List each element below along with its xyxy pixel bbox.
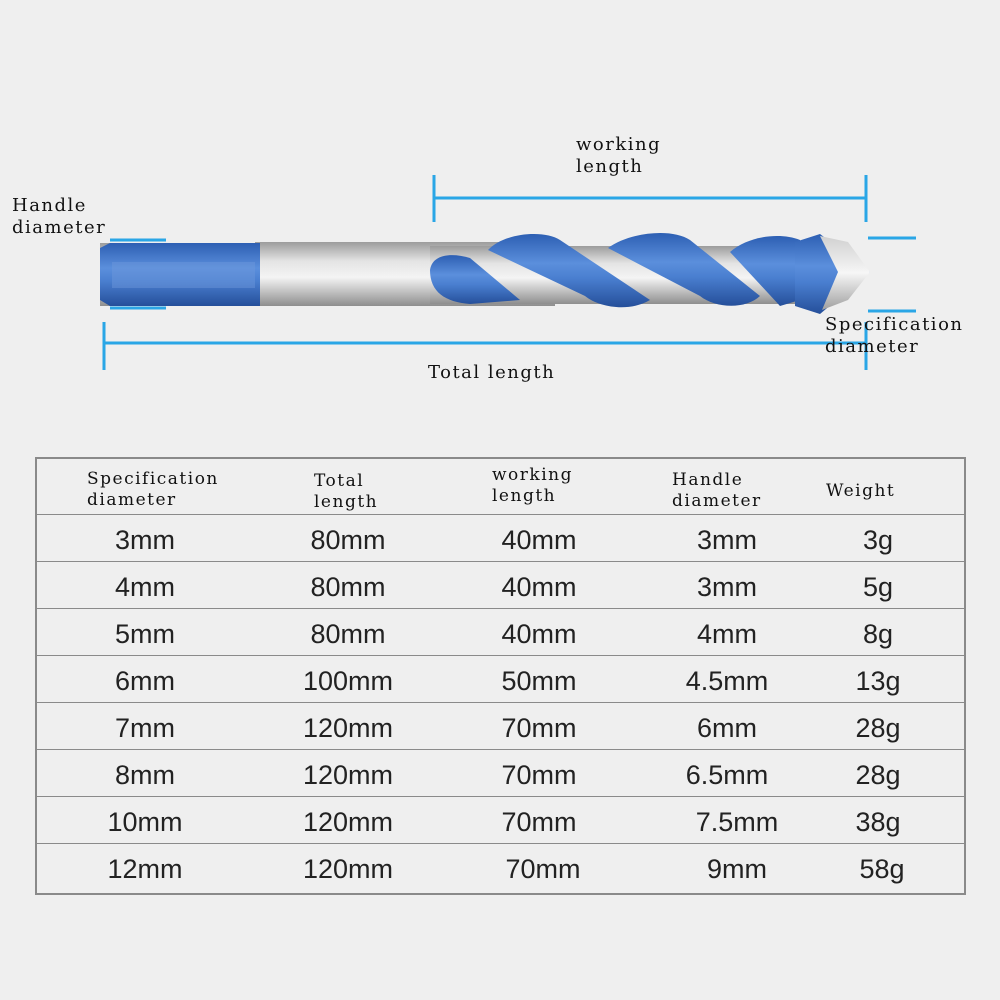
specification-diameter-label: Specification diameter [825, 314, 964, 357]
cell-total-length: 120mm [302, 807, 394, 837]
cell-working-length: 70mm [501, 713, 577, 743]
cell-working-length: 70mm [505, 854, 581, 884]
cell-weight: 8g [862, 619, 894, 649]
cell-working-length: 40mm [501, 572, 577, 602]
cell-total-length: 80mm [310, 572, 386, 602]
cell-working-length: 40mm [501, 619, 577, 649]
drill-flutes [430, 233, 800, 308]
cell-handle-diameter: 4.5mm [685, 666, 769, 696]
drill-tip [795, 234, 870, 314]
cell-handle-diameter: 3mm [697, 572, 757, 602]
cell-total-length: 120mm [302, 713, 394, 743]
table-row: 12mm 120mm 70mm 9mm 58g [37, 843, 964, 891]
cell-weight: 58g [859, 854, 905, 884]
dimension-lines [102, 175, 916, 370]
cell-total-length: 100mm [302, 666, 394, 696]
cell-spec-diameter: 8mm [115, 760, 175, 790]
cell-spec-diameter: 4mm [115, 572, 175, 602]
cell-spec-diameter: 6mm [115, 666, 175, 696]
table-row: 7mm 120mm 70mm 6mm 28g [37, 702, 964, 750]
table-row: 3mm 80mm 40mm 3mm 3g [37, 514, 964, 562]
cell-handle-diameter: 6.5mm [685, 760, 769, 790]
cell-total-length: 80mm [310, 619, 386, 649]
table-row: 5mm 80mm 40mm 4mm 8g [37, 608, 964, 656]
cell-spec-diameter: 3mm [115, 525, 175, 555]
cell-handle-diameter: 4mm [697, 619, 757, 649]
table-row: 4mm 80mm 40mm 3mm 5g [37, 561, 964, 609]
cell-weight: 13g [855, 666, 901, 696]
cell-working-length: 50mm [501, 666, 577, 696]
cell-spec-diameter: 7mm [115, 713, 175, 743]
handle-diameter-label: Handle diameter [12, 195, 107, 238]
cell-weight: 5g [862, 572, 894, 602]
cell-total-length: 120mm [302, 760, 394, 790]
cell-weight: 28g [855, 760, 901, 790]
cell-spec-diameter: 12mm [107, 854, 183, 884]
drill-bit-diagram [100, 175, 916, 370]
cell-handle-diameter: 3mm [697, 525, 757, 555]
cell-working-length: 70mm [501, 807, 577, 837]
cell-working-length: 40mm [501, 525, 577, 555]
working-length-label: working length [576, 134, 662, 177]
cell-handle-diameter: 9mm [707, 854, 767, 884]
cell-handle-diameter: 6mm [697, 713, 757, 743]
cell-weight: 3g [862, 525, 894, 555]
cell-handle-diameter: 7.5mm [695, 807, 779, 837]
header-weight: Weight [826, 481, 896, 501]
cell-total-length: 120mm [302, 854, 394, 884]
cell-weight: 38g [855, 807, 901, 837]
table-row: 6mm 100mm 50mm 4.5mm 13g [37, 655, 964, 703]
cell-working-length: 70mm [501, 760, 577, 790]
total-length-label: Total length [428, 362, 556, 383]
cell-spec-diameter: 10mm [107, 807, 183, 837]
cell-spec-diameter: 5mm [115, 619, 175, 649]
table-row: 8mm 120mm 70mm 6.5mm 28g [37, 749, 964, 797]
cell-weight: 28g [855, 713, 901, 743]
table-row: 10mm 120mm 70mm 7.5mm 38g [37, 796, 964, 844]
cell-total-length: 80mm [310, 525, 386, 555]
